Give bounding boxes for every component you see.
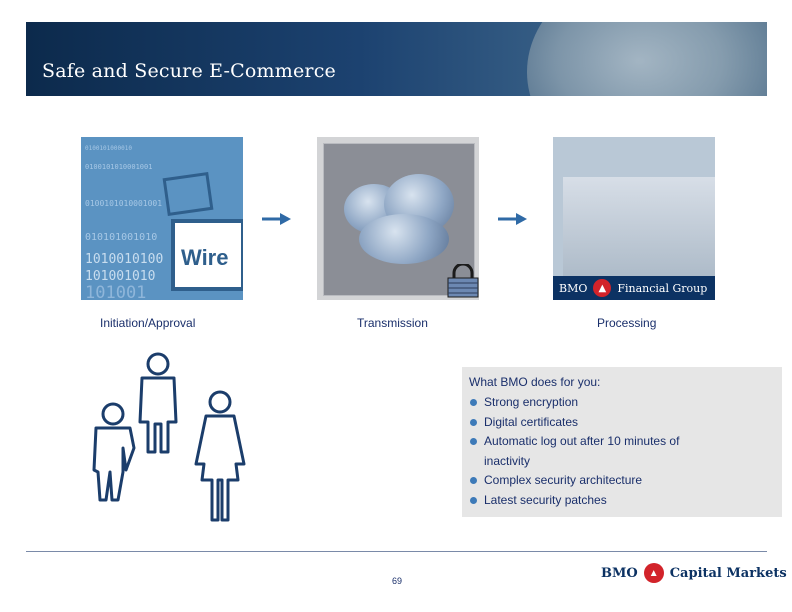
globe-graphic	[527, 22, 767, 96]
slide-title: Safe and Secure E-Commerce	[42, 60, 336, 82]
wire-label: Wire	[181, 245, 229, 270]
binary-text: 0100101000010	[85, 145, 132, 152]
caption-transmission: Transmission	[357, 316, 428, 330]
bank-building	[563, 177, 715, 285]
list-item: Digital certificates	[469, 413, 714, 433]
header-banner: Safe and Secure E-Commerce	[26, 22, 767, 96]
footer-rule	[26, 551, 767, 552]
people-icon	[92, 352, 246, 522]
bullet-icon	[470, 438, 477, 446]
binary-text: 101001	[85, 283, 147, 300]
bullet-icon	[470, 399, 477, 406]
page-number: 69	[392, 576, 403, 586]
arrow-right-icon	[498, 213, 527, 225]
list-item: Strong encryption	[469, 393, 714, 413]
wire-card: Wire	[171, 219, 243, 291]
initiation-illustration: 0100101000010 0100101010001001 010010101…	[81, 137, 243, 300]
bullet-icon	[470, 418, 477, 426]
binary-text: 010101001010	[85, 232, 158, 243]
info-box	[462, 367, 782, 517]
binary-text: 0100101010001001	[85, 163, 153, 171]
list-item-text: Strong encryption	[484, 395, 579, 409]
bullet-icon	[470, 496, 477, 504]
cloud-shape	[359, 214, 449, 264]
sign-bmo: BMO	[559, 281, 588, 295]
caption-processing: Processing	[597, 316, 657, 330]
sign-financial-group: Financial Group	[617, 281, 708, 295]
bmo-capital-markets-logo: BMO ▲ Capital Markets	[601, 563, 787, 583]
arrow-right-icon	[262, 213, 291, 225]
binary-text: 1010010100	[85, 252, 164, 267]
bmo-roundel-icon: ▲	[593, 279, 612, 297]
footer-brand: BMO	[601, 565, 638, 581]
list-item-text: Automatic log out after 10 minutes of in…	[484, 434, 680, 468]
transmission-frame	[323, 143, 475, 296]
footer-division: Capital Markets	[669, 565, 787, 581]
bmo-sign: BMO ▲ Financial Group	[553, 276, 715, 300]
list-item-text: Complex security architecture	[484, 473, 643, 488]
binary-text: 0100101010001001	[85, 199, 163, 208]
caption-initiation: Initiation/Approval	[100, 316, 196, 330]
list-item: Latest security patches	[469, 491, 714, 511]
computer-icon	[162, 171, 214, 217]
feature-list: Strong encryption Digital certificates A…	[469, 393, 714, 511]
binary-text: 101001010	[85, 269, 156, 284]
list-item-text: Latest security patches	[484, 492, 607, 507]
transmission-illustration	[317, 137, 479, 300]
info-heading: What BMO does for you:	[469, 375, 601, 389]
list-item-text: Digital certificates	[484, 414, 579, 429]
bullet-icon	[470, 477, 477, 485]
processing-illustration: BMO ▲ Financial Group	[553, 137, 715, 300]
bmo-roundel-icon: ▲	[643, 563, 664, 583]
padlock-icon	[447, 264, 479, 298]
list-item: Automatic log out after 10 minutes of in…	[469, 432, 714, 471]
list-item: Complex security architecture	[469, 471, 714, 491]
